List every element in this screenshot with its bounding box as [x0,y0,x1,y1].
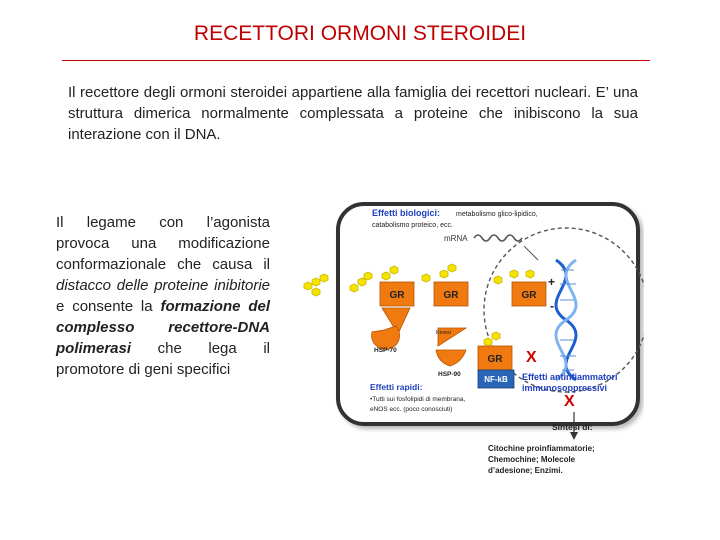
steroid-receptor-diagram: Effetti biologici: metabolismo glico-lip… [298,200,644,530]
effetti-biologici-text-2: catabolismo proteico, ecc. [372,222,453,229]
nfkb-label: NF-kB [484,375,508,384]
hsp-90-label: HSP-90 [438,371,461,378]
antinflammatory-label-1: Effetti antinfiammatori [522,372,618,382]
effetti-biologici-label: Effetti biologici: [372,208,440,218]
synthesis-item-1: Citochine proinfiammatorie; [488,444,595,453]
synthesis-arrowhead [570,432,578,440]
synthesis-item-3: d’adesione; Enzimi. [488,466,563,475]
mechanism-text-2: e consente la [56,298,160,315]
kinase-label: Kinesi [436,330,451,336]
activation-sign: + [548,275,555,289]
effetti-rapidi-text-1: •Tutti sui fosfolipidi di membrana, [370,396,465,403]
gr-label-2: GR [444,290,460,301]
inhibition-x-mark-1: X [526,349,537,366]
effetti-rapidi-label: Effetti rapidi: [370,382,423,392]
gr-label-1: GR [390,290,406,301]
repression-sign: - [550,299,554,313]
title-divider [62,60,650,61]
mechanism-paragraph: Il legame con l’agonista provoca una mod… [56,212,270,380]
mrna-label: mRNA [444,234,468,243]
synthesis-item-2: Chemochine; Molecole [488,455,576,464]
gr-label-3: GR [522,290,538,301]
page-title: RECETTORI ORMONI STEROIDEI [0,22,720,46]
intro-paragraph: Il recettore degli ormoni steroidei appa… [68,82,638,145]
inhibition-x-mark-2: X [564,393,575,410]
effetti-biologici-text-1: metabolismo glico-lipidico, [456,211,538,218]
hsp-70-label: HSP-70 [374,347,397,354]
gr-label-4: GR [488,354,504,365]
effetti-rapidi-text-2: eNOS ecc. (poco conosciuti) [370,406,452,413]
antinflammatory-label-2: immunosoppressivi [522,383,607,393]
synthesis-label: Sintesi di: [552,422,593,432]
mechanism-emphasis-detachment: distacco delle proteine inibitorie [56,277,270,294]
mechanism-text-1: Il legame con l’agonista provoca una mod… [56,214,270,273]
